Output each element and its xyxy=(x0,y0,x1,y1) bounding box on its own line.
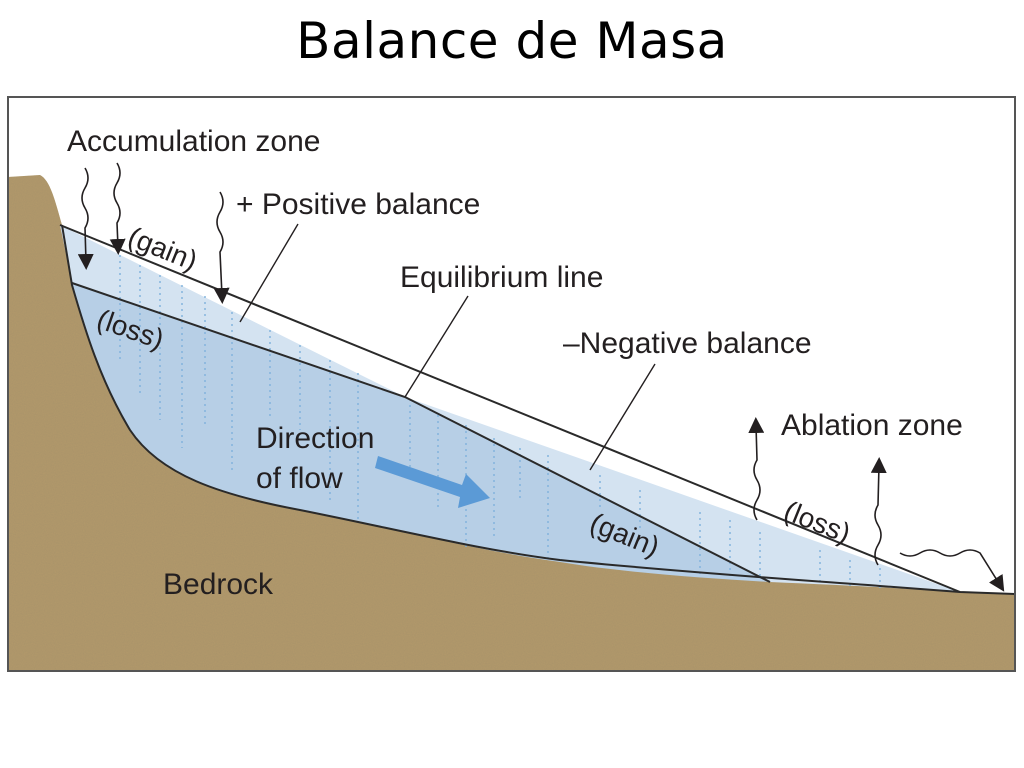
direction-of-flow-label-line1: Direction xyxy=(256,422,374,455)
ablation-loss-wedge xyxy=(405,397,960,592)
ablation-zone-label: Ablation zone xyxy=(781,409,963,442)
bedrock-area xyxy=(8,175,1015,671)
diagram-frame xyxy=(7,96,1016,672)
snowfall-arrow-2 xyxy=(109,162,126,255)
slide-title: Balance de Masa xyxy=(296,12,728,70)
ablation-arrow-2 xyxy=(870,457,887,566)
equilibrium-line-leader xyxy=(404,295,469,398)
ablation-arrows xyxy=(748,417,1005,592)
flow-direction-arrow xyxy=(375,456,490,508)
glacier-surface-line xyxy=(59,224,961,593)
negative-balance-label: –Negative balance xyxy=(563,327,812,360)
accumulation-zone-label: Accumulation zone xyxy=(67,125,320,158)
snowfall-arrows xyxy=(77,162,230,304)
equilibrium-line-label: Equilibrium line xyxy=(400,261,603,294)
glacier-bed-line xyxy=(61,224,1015,595)
snowfall-arrow-3 xyxy=(213,191,230,304)
negative-balance-leader xyxy=(589,363,656,471)
direction-of-flow-label-line2: of flow xyxy=(256,462,343,495)
ice-body xyxy=(72,283,770,582)
accumulation-gain-wedge xyxy=(60,225,405,397)
positive-balance-label: + Positive balance xyxy=(236,188,480,221)
bedrock-label: Bedrock xyxy=(163,568,274,601)
ablation-arrow-1 xyxy=(748,417,765,521)
meltwater-arrow xyxy=(899,549,1005,592)
ice-hatching xyxy=(119,255,881,589)
snowfall-arrow-1 xyxy=(77,167,94,270)
positive-balance-leader xyxy=(239,223,299,323)
